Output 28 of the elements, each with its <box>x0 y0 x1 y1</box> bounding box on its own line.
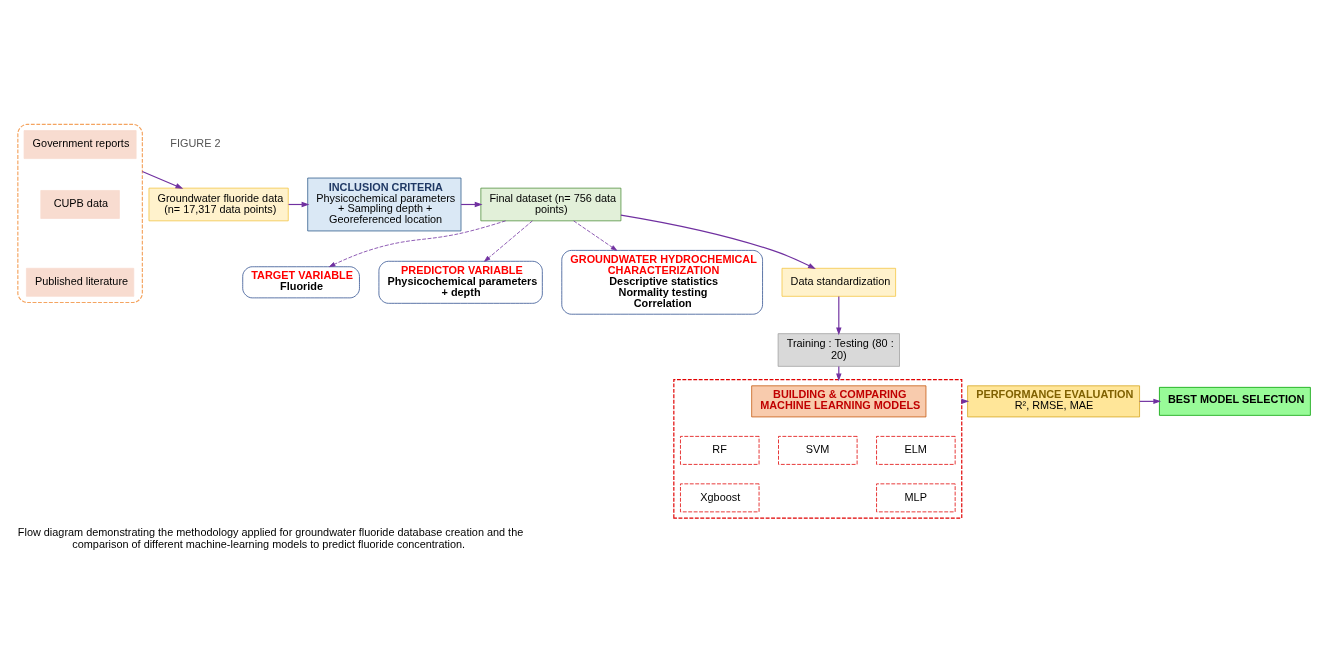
node-box: Xgboost <box>680 482 760 512</box>
node-box: SVM <box>778 435 858 465</box>
node-box: Training : Testing (80 : 20) <box>777 332 900 367</box>
node-box: GROUNDWATER HYDROCHEMICAL CHARACTERIZATION Descriptive statistics Normality testing Correlation <box>561 249 763 315</box>
arrow <box>484 220 533 262</box>
node-box: Data standardization <box>781 267 896 297</box>
arrow <box>329 219 506 267</box>
node-box: INCLUSION CRITERIA Physicochemical parameters + Sampling depth + Georeferenced location <box>307 177 462 231</box>
caption: Flow diagram demonstrating the methodology applied for groundwater fluoride database creation and the comparison of different machine-learning models to predict fluoride concentration. <box>17 525 524 550</box>
arrow <box>836 295 842 335</box>
arrow <box>573 220 618 251</box>
node-box: Government reports <box>23 129 137 159</box>
node-box: TARGET VARIABLE Fluoride <box>242 265 360 298</box>
node-box: CUPB data <box>40 189 120 219</box>
node-box: BEST MODEL SELECTION <box>1159 386 1311 416</box>
node-box: PREDICTOR VARIABLE Physicochemical parameters + depth <box>378 260 543 304</box>
node-box: RF <box>680 435 760 465</box>
cluster <box>17 123 143 303</box>
node-box: ELM <box>876 435 956 465</box>
node-box: BUILDING & COMPARING MACHINE LEARNING MODELS <box>751 384 927 417</box>
node-box: Final dataset (n= 756 data points) <box>480 187 622 221</box>
node-box: Groundwater fluoride data (n= 17,317 data points) <box>148 187 289 221</box>
node-box: PERFORMANCE EVALUATION R², RMSE, MAE <box>967 384 1140 417</box>
node-box: Published literature <box>26 267 135 297</box>
arrow <box>620 214 816 269</box>
label: FIGURE 2 <box>170 136 221 149</box>
node-box: MLP <box>876 482 956 512</box>
arrow <box>141 170 184 189</box>
